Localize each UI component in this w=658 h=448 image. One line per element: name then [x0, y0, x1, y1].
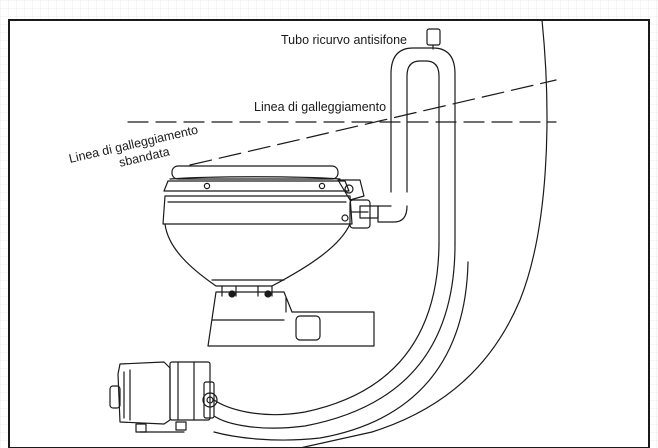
hull-outline [299, 19, 548, 448]
anti-siphon-loop [390, 28, 456, 245]
discharge-hose-inner [213, 243, 456, 429]
hinge-valve-assembly [337, 179, 379, 229]
toilet-rim [162, 195, 353, 225]
diagram-panel [8, 19, 650, 448]
waterline-label: Linea di galleggiamento [254, 100, 386, 114]
toilet-lid [163, 165, 350, 192]
discharge-hose [213, 243, 440, 416]
macerator-pump [109, 361, 218, 433]
anti-siphon-label: Tubo ricurvo antisifone [281, 33, 407, 47]
discharge-hose-outer [213, 261, 469, 441]
toilet-base [207, 290, 375, 347]
heeled-waterline-dashed [189, 79, 557, 166]
bowl-outlet-hose [377, 205, 408, 223]
